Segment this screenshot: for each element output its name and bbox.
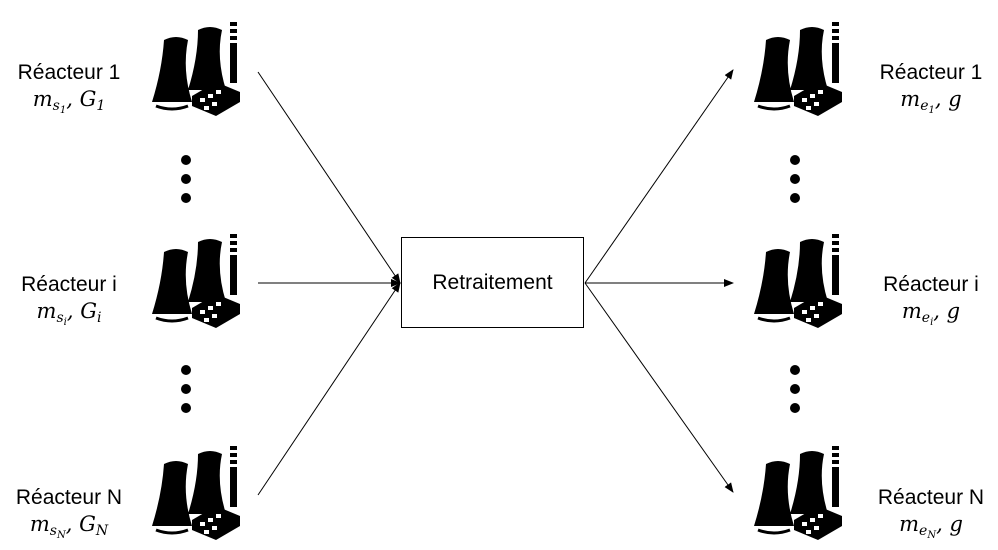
reactor-formula: ms1, G1 xyxy=(32,87,106,116)
nuclear-plant-icon xyxy=(150,444,242,542)
reactor-name: Réacteur 1 xyxy=(17,61,121,84)
reactor-name: Réacteur N xyxy=(877,486,985,509)
process-box: Retraitement xyxy=(401,237,584,328)
edge-process-to-target-1 xyxy=(584,69,734,284)
reactor-formula: meN, g xyxy=(899,512,963,541)
reactor-name: Réacteur 1 xyxy=(879,61,983,84)
reactor-name: Réacteur N xyxy=(15,486,123,509)
process-label: Retraitement xyxy=(432,270,553,294)
ellipsis-dots xyxy=(790,365,802,422)
ellipsis-dots xyxy=(790,155,802,212)
nuclear-plant-icon xyxy=(150,232,242,330)
source-label-1: Réacteur 1 ms1, G1 xyxy=(4,60,134,124)
source-label-i: Réacteur i msi, Gi xyxy=(4,272,134,336)
target-label-i: Réacteur i mei, g xyxy=(866,272,996,336)
reactor-formula: msi, Gi xyxy=(36,299,102,328)
reactor-formula: me1, g xyxy=(900,87,962,116)
nuclear-plant-icon xyxy=(752,444,844,542)
nuclear-plant-icon xyxy=(150,20,242,118)
nuclear-plant-icon xyxy=(752,232,844,330)
reactor-formula: mei, g xyxy=(901,299,961,328)
nuclear-plant-icon xyxy=(752,20,844,118)
edge-source-1-to-process xyxy=(257,71,401,284)
ellipsis-dots xyxy=(181,365,193,422)
reactor-formula: msN, GN xyxy=(29,512,109,541)
reactor-name: Réacteur i xyxy=(21,273,117,296)
edge-process-to-target-n xyxy=(584,282,734,493)
target-label-1: Réacteur 1 me1, g xyxy=(866,60,996,124)
edge-source-n-to-process xyxy=(257,282,401,496)
target-label-n: Réacteur N meN, g xyxy=(866,485,996,549)
source-label-n: Réacteur N msN, GN xyxy=(4,485,134,549)
reactor-name: Réacteur i xyxy=(883,273,979,296)
ellipsis-dots xyxy=(181,155,193,212)
